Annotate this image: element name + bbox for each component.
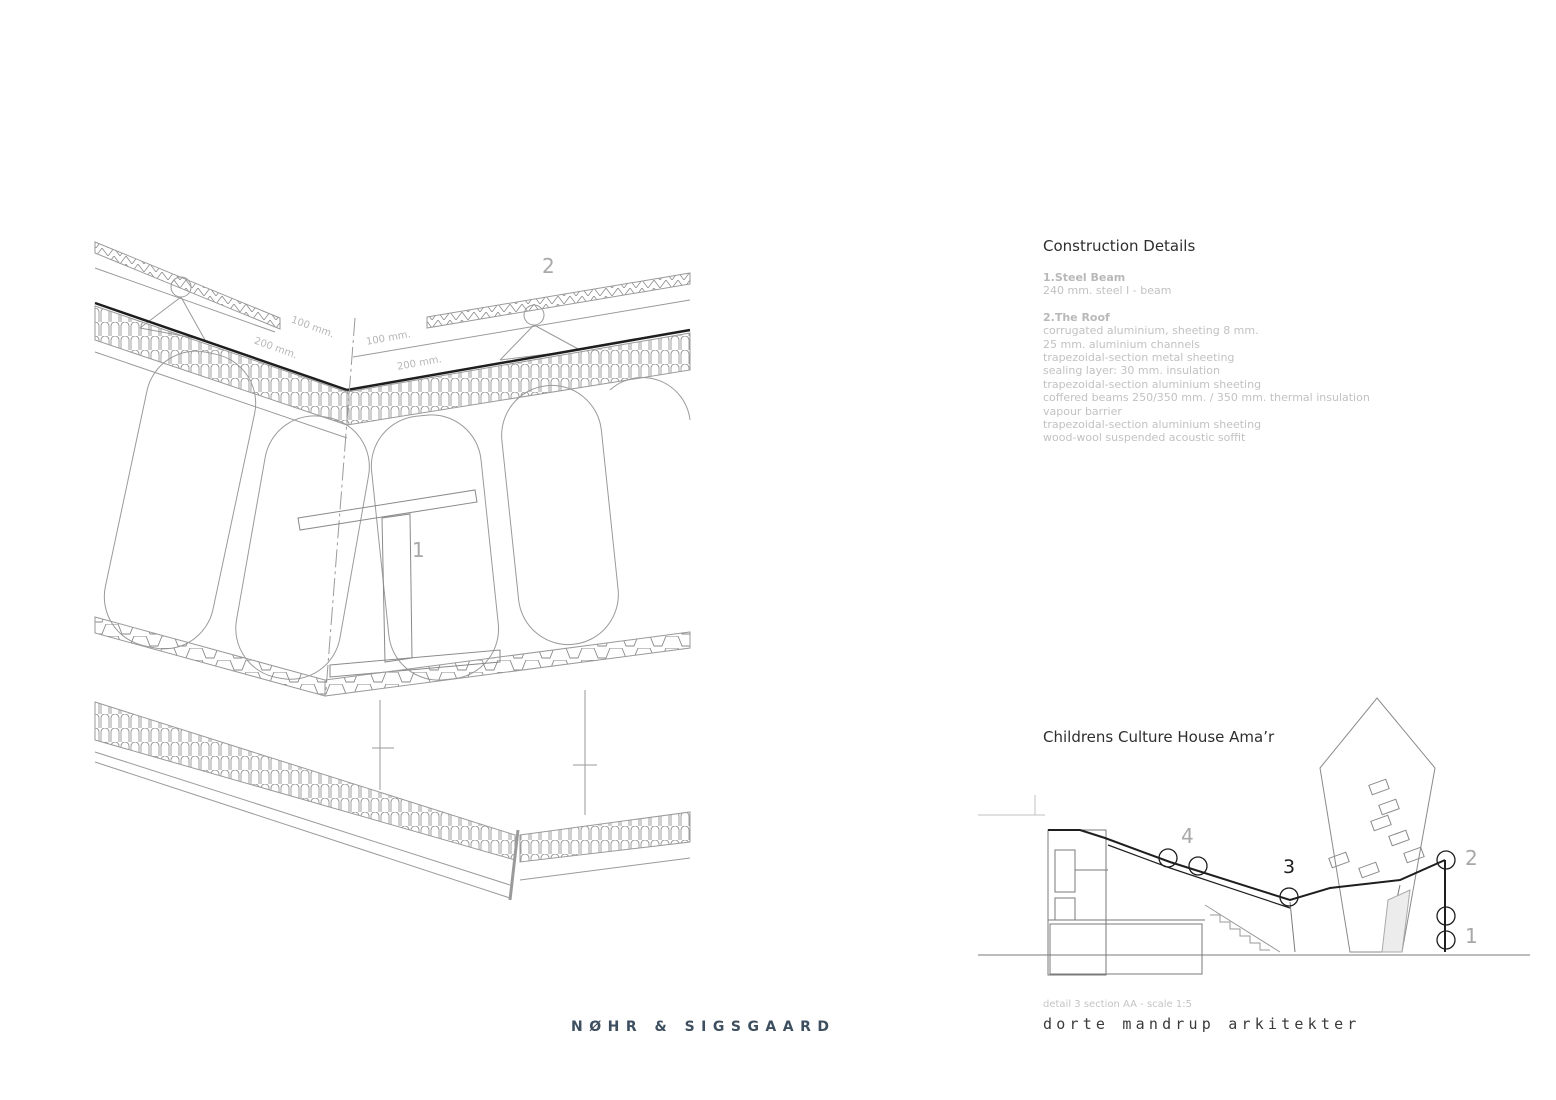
roof-sheeting-right bbox=[352, 272, 691, 358]
roof-spec-line: vapour barrier bbox=[1043, 404, 1122, 418]
roof-slab-left bbox=[94, 301, 348, 439]
tower bbox=[1319, 697, 1436, 953]
sloping-roof bbox=[1048, 829, 1446, 952]
acoustic-soffit bbox=[94, 701, 691, 901]
construction-details-title: Construction Details bbox=[1043, 237, 1196, 255]
centre-line bbox=[325, 317, 356, 691]
firm-credit-left: NØHR & SIGSGAARD bbox=[571, 1019, 836, 1035]
building-section-drawing bbox=[978, 697, 1530, 976]
roof-sheeting-left bbox=[94, 241, 281, 333]
beam-spec-line: 240 mm. steel I - beam bbox=[1043, 284, 1172, 298]
specification-list: 1.Steel Beam 240 mm. steel I - beam 2.Th… bbox=[1043, 271, 1443, 445]
soffit-hangers bbox=[372, 690, 597, 815]
beam-heading: 1.Steel Beam bbox=[1043, 271, 1126, 284]
roof-spec-line: wood-wool suspended acoustic soffit bbox=[1043, 431, 1246, 445]
roof-heading: 2.The Roof bbox=[1043, 310, 1110, 324]
trapezoidal-sheeting-lower bbox=[94, 616, 691, 697]
marker-label-4: 4 bbox=[1181, 824, 1194, 848]
steel-i-beam bbox=[297, 489, 501, 678]
roof-spec-line: trapezoidal-section metal sheeting bbox=[1043, 351, 1235, 365]
detail-label-roof: 2 bbox=[542, 254, 555, 278]
roof-spec-line: corrugated aluminium, sheeting 8 mm. bbox=[1043, 324, 1259, 338]
stair bbox=[1204, 904, 1281, 953]
roof-spec-line: trapezoidal-section aluminium sheeting bbox=[1043, 418, 1262, 432]
construction-detail-drawing bbox=[94, 241, 691, 901]
roof-slab-right bbox=[346, 328, 691, 426]
building-section-title: Childrens Culture House Ama’r bbox=[1043, 728, 1275, 746]
detail-label-beam: 1 bbox=[412, 538, 425, 562]
detail-markers bbox=[1158, 848, 1456, 950]
marker-label-2: 2 bbox=[1465, 846, 1478, 870]
roof-spec-line: 25 mm. aluminium channels bbox=[1043, 337, 1200, 351]
marker-label-3: 3 bbox=[1283, 856, 1296, 878]
marker-label-1: 1 bbox=[1465, 924, 1478, 948]
roof-spec-line: trapezoidal-section aluminium sheeting bbox=[1043, 377, 1262, 391]
firm-credit-right: dorte mandrup arkitekter bbox=[1043, 1015, 1361, 1033]
roof-spec-line: coffered beams 250/350 mm. / 350 mm. the… bbox=[1043, 391, 1370, 405]
section-caption: detail 3 section AA - scale 1:5 bbox=[1043, 999, 1192, 1010]
roof-spec-line: sealing layer: 30 mm. insulation bbox=[1043, 364, 1220, 378]
